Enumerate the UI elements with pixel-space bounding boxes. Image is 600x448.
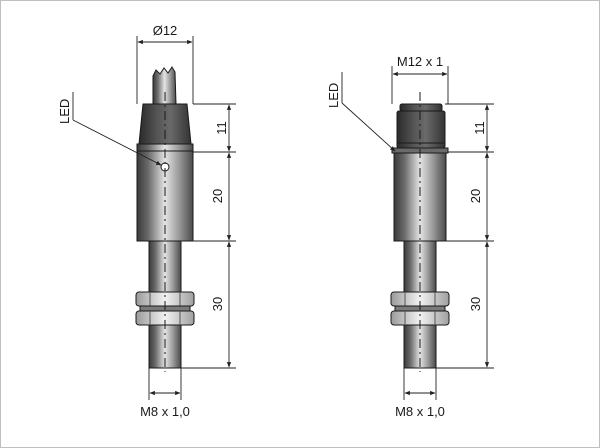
right-dim-30: 30 xyxy=(468,297,483,311)
left-bottom-dimension-label: M8 x 1,0 xyxy=(140,404,190,419)
right-led-label: LED xyxy=(326,83,341,108)
right-sensor: M12 x 1 LED 11 20 30 M8 x 1,0 xyxy=(326,54,494,419)
left-dim-20: 20 xyxy=(210,189,225,203)
left-cable xyxy=(152,66,177,105)
right-top-dimension-label: M12 x 1 xyxy=(397,54,443,69)
left-led-label: LED xyxy=(57,99,72,124)
right-bottom-dimension: M8 x 1,0 xyxy=(395,368,445,419)
left-bottom-dimension: M8 x 1,0 xyxy=(140,368,190,419)
right-bottom-dimension-label: M8 x 1,0 xyxy=(395,404,445,419)
left-dim-30: 30 xyxy=(210,297,225,311)
right-side-dimensions: 11 20 30 xyxy=(436,103,494,369)
right-connector-cap xyxy=(399,103,443,112)
left-top-dimension-label: Ø12 xyxy=(153,23,178,38)
right-led-leader: LED xyxy=(326,72,396,152)
right-top-dimension: M12 x 1 xyxy=(391,54,449,104)
left-dim-11: 11 xyxy=(214,121,229,135)
right-dim-20: 20 xyxy=(468,189,483,203)
left-top-dimension: Ø12 xyxy=(136,23,194,104)
left-led-leader: LED xyxy=(57,92,162,166)
left-side-dimensions: 11 20 30 xyxy=(181,103,236,369)
right-dim-11: 11 xyxy=(472,121,487,135)
right-connector xyxy=(396,110,446,149)
left-sensor: Ø12 LED 11 20 30 M8 x 1,0 xyxy=(57,23,236,419)
